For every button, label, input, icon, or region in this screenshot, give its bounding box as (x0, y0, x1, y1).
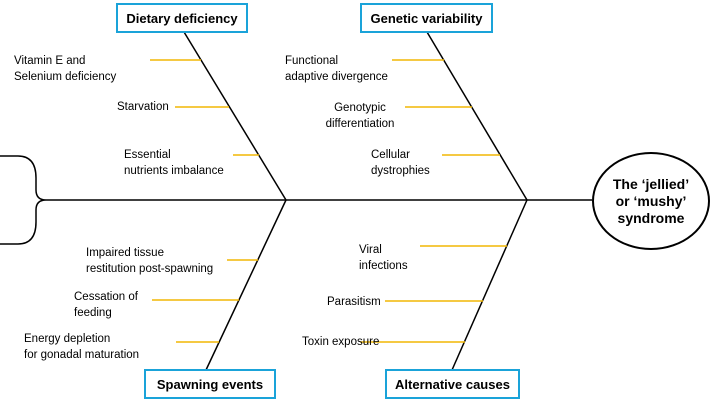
bone-alternative (451, 199, 528, 371)
bone-spawning (205, 199, 287, 371)
cause-label: Starvation (117, 101, 169, 113)
cause-label: Toxin exposure (302, 336, 380, 348)
tail-bracket (0, 155, 47, 245)
cause-ticks (150, 59, 507, 343)
cause-label: Parasitism (327, 296, 381, 308)
category-title-alternative: Alternative causes (395, 376, 510, 392)
cause-label: Energy depletion for gonadal maturation (24, 333, 140, 361)
effect-title: The ‘jellied’ or ‘mushy’ syndrome (612, 175, 690, 226)
cause-label: Vitamin E and Selenium deficiency (14, 55, 117, 83)
category-title-genetic: Genetic variability (370, 10, 483, 26)
category-box-spawning: Spawning events (144, 369, 276, 399)
cause-label: Cellular dystrophies (371, 149, 430, 177)
cause-label: Impaired tissue restitution post-spawnin… (86, 247, 214, 275)
category-title-dietary: Dietary deficiency (126, 10, 238, 26)
cause-label: Functional adaptive divergence (285, 55, 388, 83)
category-box-dietary: Dietary deficiency (116, 3, 248, 33)
effect-head-circle: The ‘jellied’ or ‘mushy’ syndrome (592, 152, 710, 250)
category-box-genetic: Genetic variability (360, 3, 493, 33)
cause-label: Genotypic differentiation (325, 102, 395, 130)
category-title-spawning: Spawning events (156, 376, 264, 392)
cause-label: Essential nutrients imbalance (124, 149, 224, 177)
cause-label: Cessation of feeding (74, 291, 138, 319)
category-box-alternative: Alternative causes (385, 369, 520, 399)
cause-label: Viral infections (359, 244, 408, 272)
bone-genetic (426, 31, 528, 201)
